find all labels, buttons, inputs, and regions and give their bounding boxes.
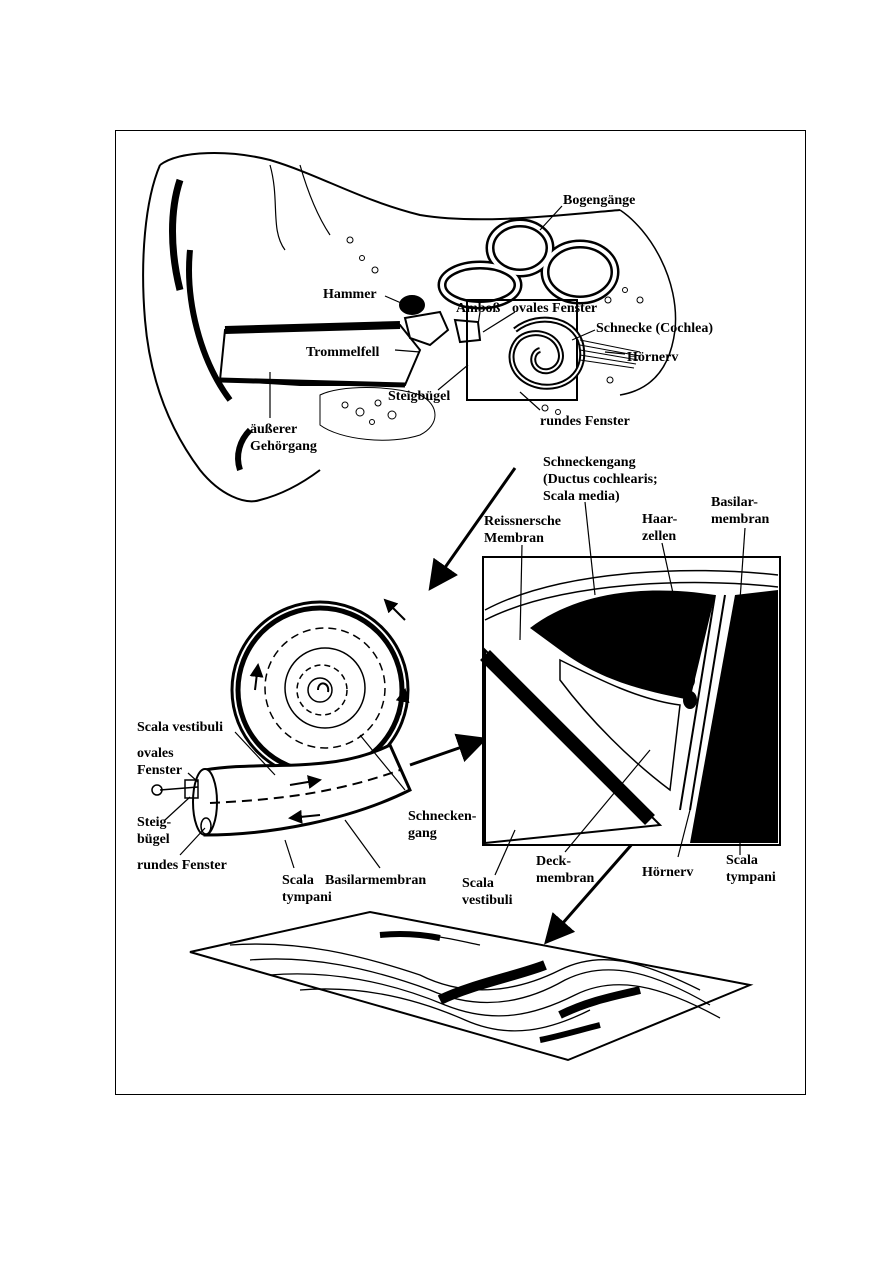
label-hammer: Hammer <box>323 287 377 302</box>
label-scala-vestibuli-right-2: vestibuli <box>462 893 513 908</box>
label-aeusserer-1: äußerer <box>250 422 297 437</box>
label-steig-1: Steig- <box>137 815 172 830</box>
flow-arrows <box>249 598 410 824</box>
arrow-to-crosssection <box>409 733 488 767</box>
outer-ear-drawing <box>142 152 677 503</box>
label-schneckengang-short-1: Schnecken- <box>408 809 477 824</box>
label-steigbuegel-top: Steigbügel <box>388 389 450 404</box>
label-ovales-fenster-top: ovales Fenster <box>512 301 597 316</box>
cochlea-partition <box>209 769 401 804</box>
label-haar-2: zellen <box>642 529 676 544</box>
label-scala-vestibuli-right-1: Scala <box>462 876 494 891</box>
cross-section-box <box>480 556 781 846</box>
ear-canal <box>218 321 422 388</box>
arrow-to-cochlea <box>428 467 517 591</box>
label-reissner-1: Reissnersche <box>484 514 561 529</box>
label-schneckengang-1: Schneckengang <box>543 455 636 470</box>
label-reissner-2: Membran <box>484 531 544 546</box>
label-ovales-fenster-1: ovales <box>137 746 174 761</box>
arrow-to-membrane <box>544 834 642 945</box>
label-scala-tympani-right-1: Scala <box>726 853 758 868</box>
label-trommelfell: Trommelfell <box>306 345 379 360</box>
label-steig-2: bügel <box>137 832 170 847</box>
label-scala-vestibuli-left: Scala vestibuli <box>137 720 223 735</box>
label-basilarmembran-bottom: Basilarmembran <box>325 873 426 888</box>
label-ovales-fenster-2: Fenster <box>137 763 182 778</box>
label-schneckengang-short-2: gang <box>408 826 437 841</box>
auditory-nerve-fibers <box>579 339 641 369</box>
leader-lines <box>164 205 746 876</box>
label-schneckengang-2: (Ductus cochlearis; <box>543 472 658 487</box>
label-aeusserer-2: Gehörgang <box>250 439 317 454</box>
basilar-membrane-wave <box>189 910 754 1062</box>
bone-texture <box>319 236 644 441</box>
cochlea-detail-box <box>466 299 578 401</box>
label-rundes-fenster-bottom: rundes Fenster <box>137 858 227 873</box>
label-bogengaenge: Bogengänge <box>563 193 635 208</box>
label-basilar-1: Basilar- <box>711 495 758 510</box>
label-basilar-2: membran <box>711 512 770 527</box>
label-schnecke: Schnecke (Cochlea) <box>596 321 713 336</box>
cochlea-small <box>508 316 586 390</box>
stapes-small <box>151 779 212 835</box>
label-scala-tympani-right-2: tympani <box>726 870 776 885</box>
label-deck-2: membran <box>536 871 595 886</box>
label-hoernerv-top: Hörnerv <box>627 350 678 365</box>
labels: Bogengänge Hammer Amboß ovales Fenster S… <box>137 193 776 908</box>
label-scala-tympani-left-2: tympani <box>282 890 332 905</box>
label-amboss: Amboß <box>456 301 501 316</box>
label-rundes-fenster-top: rundes Fenster <box>540 414 630 429</box>
label-hoernerv-bottom: Hörnerv <box>642 865 693 880</box>
label-deck-1: Deck- <box>536 854 571 869</box>
label-haar-1: Haar- <box>642 512 678 527</box>
label-scala-tympani-left-1: Scala <box>282 873 314 888</box>
label-schneckengang-3: Scala media) <box>543 489 620 504</box>
